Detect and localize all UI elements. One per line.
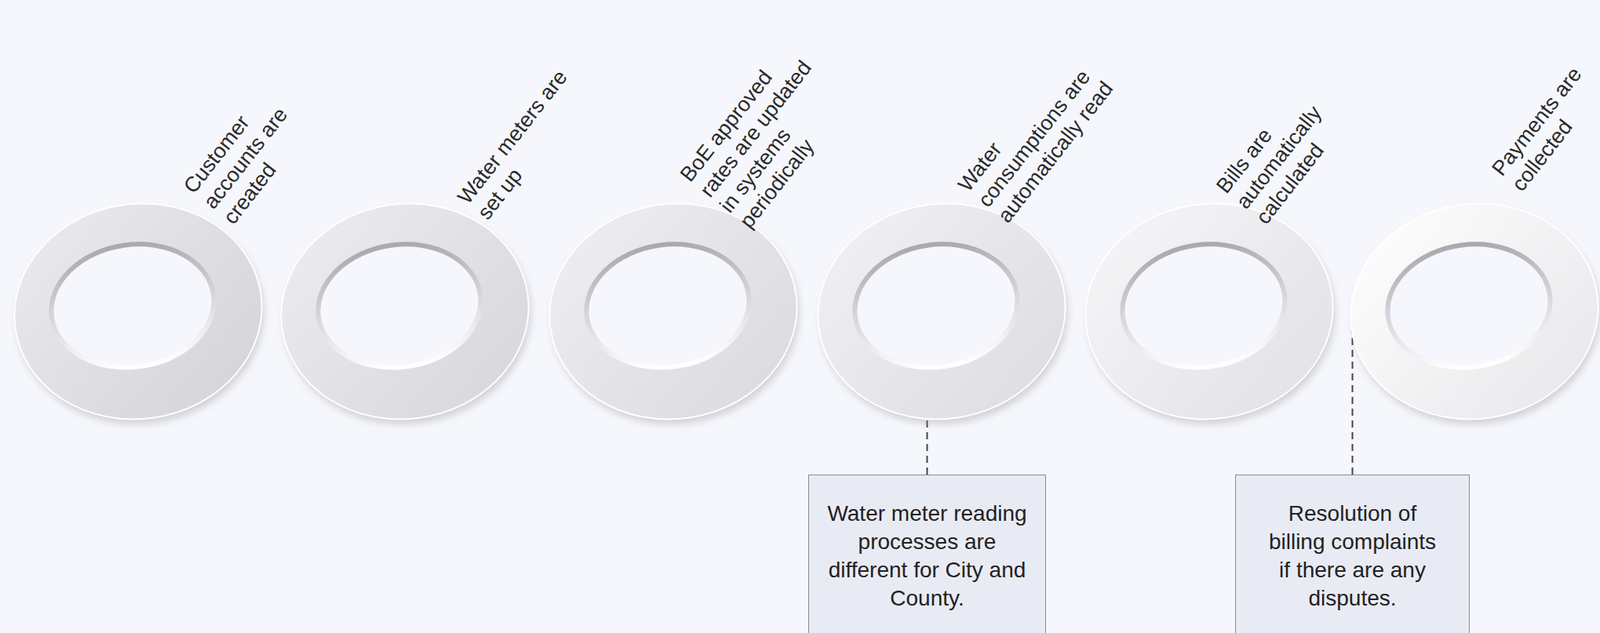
step-label: Customer accounts are created	[178, 65, 330, 230]
ring-shape	[1077, 196, 1342, 427]
ring-shape	[273, 196, 537, 427]
leader-line	[1352, 330, 1354, 475]
process-ring: Customer accounts are created	[6, 196, 270, 427]
ring-body	[266, 187, 543, 435]
ring-hole	[1379, 233, 1559, 378]
ring-hole	[43, 233, 223, 378]
ring-shape	[6, 196, 270, 427]
callout-box: Resolution of billing complaints if ther…	[1235, 474, 1470, 633]
process-ring: Bills are automatically calculated	[1077, 196, 1342, 427]
ring-group	[803, 187, 1082, 442]
step-label: Water meters are set up	[452, 51, 604, 225]
step-label: Water consumptions are automatically rea…	[952, 36, 1125, 228]
step-label: BoE approved rates are updated in system…	[674, 32, 863, 234]
step-label: Bills are automatically calculated	[1210, 58, 1367, 230]
ring-hole	[846, 233, 1026, 378]
ring-hole	[309, 233, 489, 378]
ring-group	[266, 187, 545, 442]
process-ring: BoE approved rates are updated in system…	[541, 196, 806, 427]
callout-box: Water meter reading processes are differ…	[808, 474, 1047, 633]
ring-group	[535, 187, 813, 442]
ring-shape	[1342, 196, 1600, 427]
ring-group	[1336, 187, 1600, 442]
ring-body	[535, 187, 811, 435]
ring-body	[803, 187, 1079, 435]
step-label: Payments are collected	[1487, 35, 1600, 197]
ring-body	[1336, 187, 1600, 435]
ring-hole	[578, 233, 758, 378]
callout-text: Water meter reading processes are differ…	[821, 499, 1034, 613]
process-ring: Water consumptions are automatically rea…	[809, 196, 1074, 427]
ring-hole	[1114, 233, 1294, 378]
ring-shape	[541, 196, 806, 427]
ring-body	[1071, 187, 1347, 435]
ring-group	[1071, 187, 1349, 442]
callout-text: Resolution of billing complaints if ther…	[1264, 499, 1441, 613]
ring-shape	[809, 196, 1074, 427]
process-ring: Water meters are set up	[273, 196, 537, 427]
leader-line	[926, 418, 929, 475]
process-ring: Payments are collected	[1342, 196, 1600, 427]
